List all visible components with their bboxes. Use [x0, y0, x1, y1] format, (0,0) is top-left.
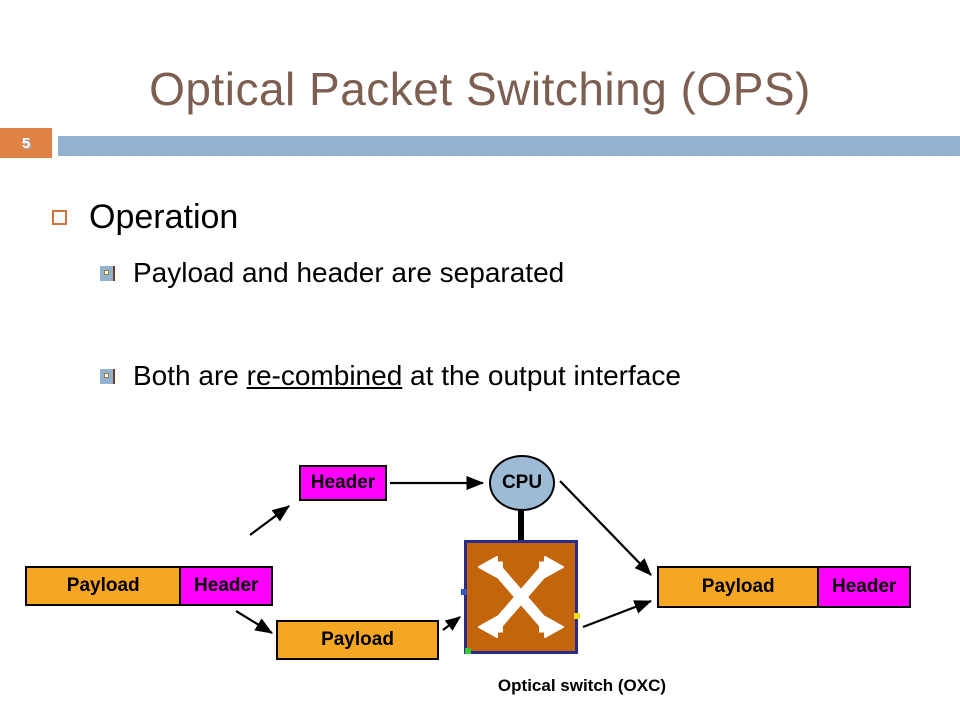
separated-payload-box: Payload — [276, 620, 439, 660]
arrow-packet-to-header — [249, 505, 290, 536]
separated-header-box: Header — [299, 465, 387, 501]
input-packet-header: Header — [179, 568, 271, 604]
bullet-item-operation: Operation — [52, 198, 238, 237]
slide-number-badge: 5 — [0, 128, 52, 158]
header-accent-bar — [58, 136, 960, 156]
cross-connect-icon — [478, 556, 564, 638]
bullet-label-suffix: at the output interface — [402, 360, 681, 391]
output-packet-header: Header — [817, 568, 909, 606]
page-title: Optical Packet Switching (OPS) — [149, 63, 811, 115]
arrow-switch-to-output — [582, 599, 653, 629]
optical-switch-caption: Optical switch (OXC) — [497, 676, 667, 695]
switch-handle-dot-left — [461, 589, 467, 595]
optical-switch-oxc — [464, 540, 578, 654]
arrow-packet-to-payload — [235, 610, 273, 634]
bullet-square-small-icon — [100, 265, 115, 281]
bullet-square-small-icon — [100, 368, 115, 384]
bullet-label: Both are re-combined at the output inter… — [133, 360, 681, 392]
input-packet: Payload Header — [25, 566, 273, 606]
cpu-node: CPU — [489, 455, 555, 511]
input-packet-payload: Payload — [27, 568, 180, 604]
output-packet-payload: Payload — [659, 568, 818, 606]
cpu-control-link — [518, 509, 524, 541]
switch-handle-dot-bottom — [465, 648, 471, 654]
switch-handle-dot-right — [574, 613, 580, 619]
arrow-payload-to-switch — [442, 616, 461, 631]
bullet-square-icon — [52, 210, 67, 225]
bullet-label: Payload and header are separated — [133, 257, 565, 288]
output-packet: Payload Header — [657, 566, 911, 608]
bullet-label-emphasis: re-combined — [246, 360, 403, 391]
bullet-item-recombined: Both are re-combined at the output inter… — [100, 360, 681, 392]
bullet-label-prefix: Both are — [133, 360, 247, 391]
bullet-label: Operation — [89, 198, 239, 236]
bullet-item-payload-header-separated: Payload and header are separated — [100, 257, 564, 289]
